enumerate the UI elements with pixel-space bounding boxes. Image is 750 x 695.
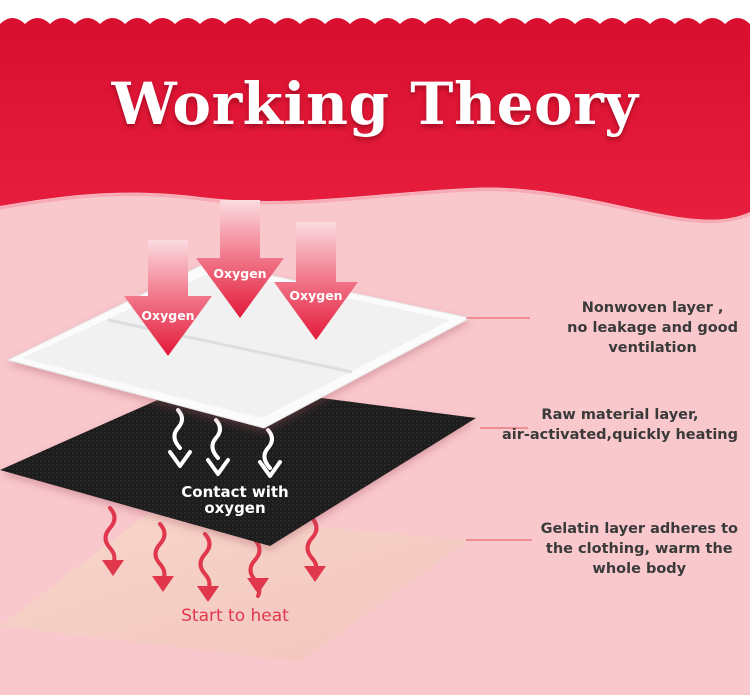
oxygen-label: Oxygen [213,266,266,281]
description-line: Gelatin layer adheres to [540,521,738,537]
gelatin-layer [0,512,470,662]
heat-arrow-icon [247,538,269,598]
description-line: Nonwoven layer , [581,300,724,316]
oxygen-label: Oxygen [141,308,194,323]
nonwoven-layer [6,261,472,429]
description-line: no leakage and good [567,320,738,336]
heat-arrows [102,506,326,602]
heat-arrow-icon [152,522,174,592]
page-title: Working Theory [111,70,639,138]
banner-wave-highlight [0,188,750,224]
layer-description-raw-material: Raw material layer, air-activated,quickl… [502,405,738,445]
oxygen-label: Oxygen [289,288,342,303]
heat-arrow-icon [304,516,326,582]
oxygen-arrow-icon [124,240,212,356]
air-flow-arrows [168,408,282,478]
contact-line: Contact with [181,483,289,501]
layer-description-nonwoven: Nonwoven layer , no leakage and good ven… [567,298,738,358]
contact-with-oxygen-label: Contact with oxygen [150,484,320,516]
red-banner [0,18,750,220]
heat-arrow-icon [197,532,219,602]
description-line: ventilation [608,340,697,356]
oxygen-arrow-icon [274,222,358,340]
layer-description-gelatin: Gelatin layer adheres to the clothing, w… [541,519,738,579]
start-to-heat-label: Start to heat [181,606,289,626]
white-down-arrow-icon [168,408,192,468]
white-down-arrow-icon [206,418,230,476]
raw-material-layer [0,382,476,546]
description-line: Raw material layer, [541,407,699,423]
white-down-arrow-icon [258,428,282,478]
description-line: the clothing, warm the [545,541,733,557]
contact-line: oxygen [204,499,266,517]
heat-arrow-icon [102,506,124,576]
description-line: whole body [592,561,687,577]
oxygen-arrow-icon [196,200,284,318]
description-line: air-activated,quickly heating [501,427,738,443]
